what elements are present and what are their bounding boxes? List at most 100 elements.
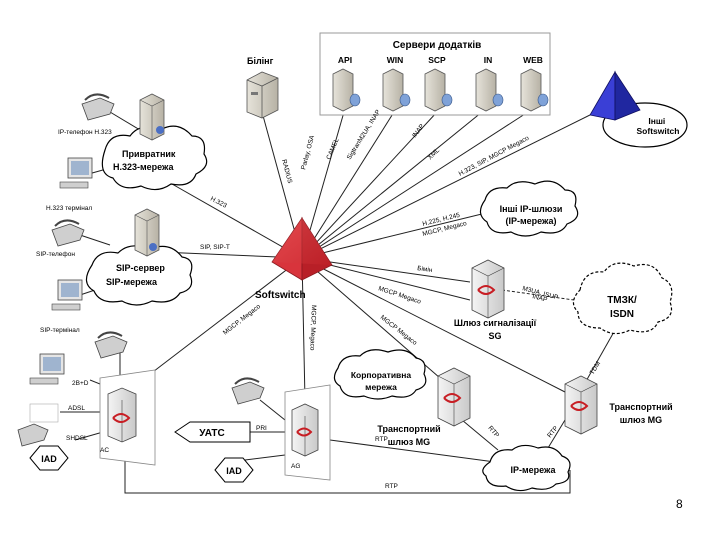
left-bottom-endpoints: IAD [17,331,128,471]
line-ag-ip [329,439,496,463]
proto-sip-sipt: SIP, SIP-T [200,244,230,251]
proto-mgcp-sg: MGCP Megaco [377,285,422,305]
proto-shdsl: SHDSL [66,435,88,442]
h323-terminal-label: Н.323 термінал [46,204,92,212]
softswitch-label: Softswitch [255,290,306,301]
app-server-label: IN [484,55,493,65]
sip-network-label: SIP-мережа [106,277,158,287]
ip-phone-label: IP-телефон Н.323 [58,129,112,136]
tmzk-isdn-cloud: ТМЗК/ ISDN [572,262,673,335]
proto-h323: H.323 [209,196,228,210]
iad-left-label: IAD [41,454,57,464]
app-server-win: WIN [382,55,411,112]
proto-rtp3: RTP [375,436,388,443]
line-web [301,111,529,259]
access-concentrator-ac: AC [99,369,156,466]
other-softswitch: Інші Softswitch [589,70,688,148]
sip-phone: SIP-телефон [36,219,85,258]
proto-bicc: Бімін [417,264,434,274]
line-other-softswitch [301,109,601,259]
proto-rtp1: RTP [486,425,500,439]
line-ag [301,257,306,401]
other-gateways-line1: Інші IP-шлюзи [500,204,563,214]
tmzk-line1: ТМЗК/ [607,295,637,306]
sip-phone-label: SIP-телефон [36,251,75,258]
proto-2bd: 2B+D [72,380,89,387]
mg-right-line2: шлюз MG [620,415,662,425]
billing-label: Білінг [247,56,274,66]
server-cabinet [424,68,446,112]
app-server-label: WIN [387,55,404,65]
tmzk-line2: ISDN [610,309,634,320]
sg-line1: Шлюз сигналізації [454,318,537,328]
sg-line2: SG [488,331,501,341]
ip-network-cloud: IP-мережа [482,444,571,492]
iad-center-label: IAD [226,466,242,476]
app-server-in: IN [475,55,504,112]
ac-label: AC [100,447,109,454]
server-cabinet [332,68,354,112]
transport-mg-center: Транспортний шлюз MG [377,367,471,447]
sip-terminal: SIP-термінал [40,279,83,334]
mg-center-line2: шлюз MG [388,437,430,447]
proto-radius: RADIUS [280,159,293,185]
proto-rtp-bottom: RTP [385,483,398,490]
app-server-web: WEB [520,55,549,112]
other-softswitch-label-line2: Softswitch [637,126,680,136]
uatc-label: УАТС [199,428,225,439]
proto-mgcp-ag: MGCP, Megaco [308,305,317,351]
uatc: УАТС [174,377,265,443]
proto-tdm: TDM [589,360,602,376]
server-cabinet [382,68,404,112]
h323-terminal: Н.323 термінал [46,157,92,212]
signaling-gateway: Шлюз сигналізації SG [454,259,537,341]
line-mg-ip [461,419,499,451]
gatekeeper-label: Привратник [122,149,176,159]
ip-network-label: IP-мережа [510,465,556,475]
proto-h323-sip-mgcp: H.323, SIP, MGCP Megaco [458,135,531,178]
other-gateways-line2: (IP-мережа) [505,216,556,226]
database-icon [441,93,453,107]
servers-box-title: Сервери додатків [393,40,482,51]
mg-center-line1: Транспортний [377,424,440,434]
access-gateway-ag: AG [284,384,331,481]
line-win [301,111,395,259]
softswitch-pyramid: Softswitch [255,216,333,301]
page-number: 8 [676,497,683,511]
app-server-label: WEB [523,55,543,65]
other-ip-gateways: Інші IP-шлюзи (IP-мережа) [479,180,579,237]
ag-label: AG [291,463,300,470]
line-mg-tmzk [584,329,616,384]
app-server-label: SCP [428,55,446,65]
line-other-gateways [301,211,491,259]
line-scp [301,111,438,259]
application-servers-box: Сервери додатків API WIN SCP IN WEB [319,32,551,116]
iad-center: IAD [214,457,254,483]
h323-network-label: H.323-мережа [113,162,175,172]
h323-network: Привратник H.323-мережа [101,93,208,191]
line-mg2-ip [547,419,566,449]
database-icon [399,93,411,107]
corporate-network: Корпоративна мережа [333,349,427,400]
line-ac [144,257,303,379]
sip-server-label: SIP-сервер [116,263,165,273]
proto-camel: CAMEL [325,137,340,161]
sip-network: SIP-сервер SIP-мережа [85,208,193,306]
proto-parlay: Parlay, OSA [300,134,316,171]
other-softswitch-label: Інші Softswitch [637,116,680,136]
server-cabinet [520,68,542,112]
line-ac-ip [124,450,571,494]
app-server-api: API [332,55,361,112]
database-icon [537,93,549,107]
proto-inap-right: INAP [531,293,547,304]
billing-server: Білінг [246,56,279,119]
line-in [301,111,483,259]
database-icon [349,93,361,107]
corp-line1: Корпоративна [351,370,412,380]
corp-line2: мережа [365,382,397,392]
app-server-scp: SCP [424,55,453,112]
proto-xml: XML [427,147,442,162]
line-gatekeeper [164,179,303,259]
proto-pri: PRI [256,425,267,432]
